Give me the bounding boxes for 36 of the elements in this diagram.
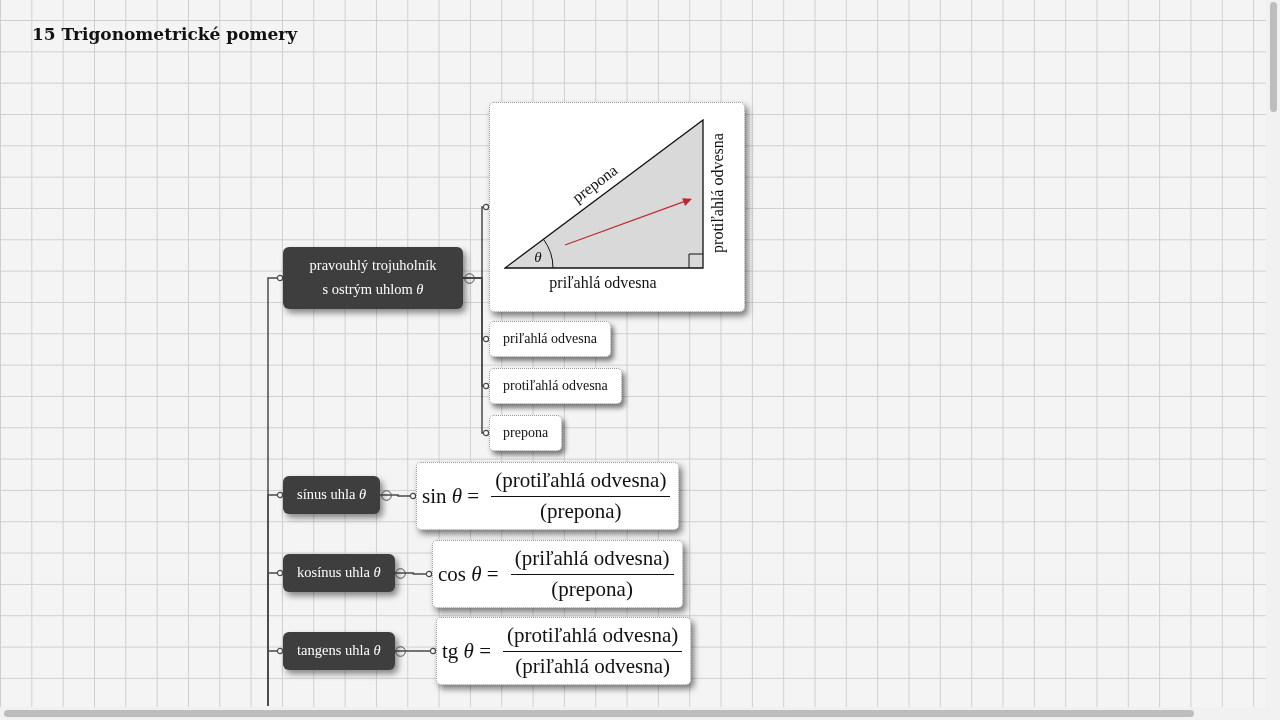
page-title: 15 Trigonometrické pomery (32, 24, 298, 44)
subtopic-box (489, 368, 622, 404)
fraction-denominator: (prepona) (539, 498, 623, 526)
diagram-label: θ (534, 249, 542, 265)
fraction-numerator: (protiľahlá odvesna) (494, 466, 668, 494)
topic-box (283, 632, 395, 670)
connector-line (393, 570, 433, 578)
formula-text: sin θ = (422, 483, 480, 509)
formula-card (432, 540, 683, 608)
topic-label: pravouhlý trojuholník s ostrým uhlom θ (308, 256, 438, 299)
formula-text: tg θ = (442, 638, 491, 664)
fraction-numerator: (protiľahlá odvesna) (506, 621, 680, 649)
diagram-label: protiľahlá odvesna (710, 133, 726, 253)
diagram-label: priľahlá odvesna (549, 275, 657, 291)
topic-box (283, 476, 381, 514)
subtopic-label: protiľahlá odvesna (503, 378, 608, 394)
subtopic-label: priľahlá odvesna (503, 331, 597, 347)
topic-box (283, 247, 463, 309)
subtopic-box (489, 415, 563, 451)
fraction-denominator: (prepona) (550, 576, 634, 604)
formula-card (436, 617, 692, 685)
connector-line (379, 492, 417, 500)
connector-line (267, 647, 284, 707)
diagram-card (489, 102, 745, 312)
connector-line (393, 647, 437, 655)
formula-card (416, 462, 680, 530)
topic-box (283, 554, 395, 592)
topic-label: sínus uhla θ (297, 485, 367, 505)
topic-label: kosínus uhla θ (297, 563, 381, 583)
formula-text: cos θ = (438, 561, 499, 587)
topic-label: tangens uhla θ (297, 641, 381, 661)
subtopic-box (489, 321, 611, 357)
fraction-denominator: (priľahlá odvesna) (514, 653, 672, 681)
subtopic-label: prepona (503, 425, 549, 441)
fraction-numerator: (priľahlá odvesna) (513, 544, 671, 572)
connector-line (462, 277, 490, 437)
